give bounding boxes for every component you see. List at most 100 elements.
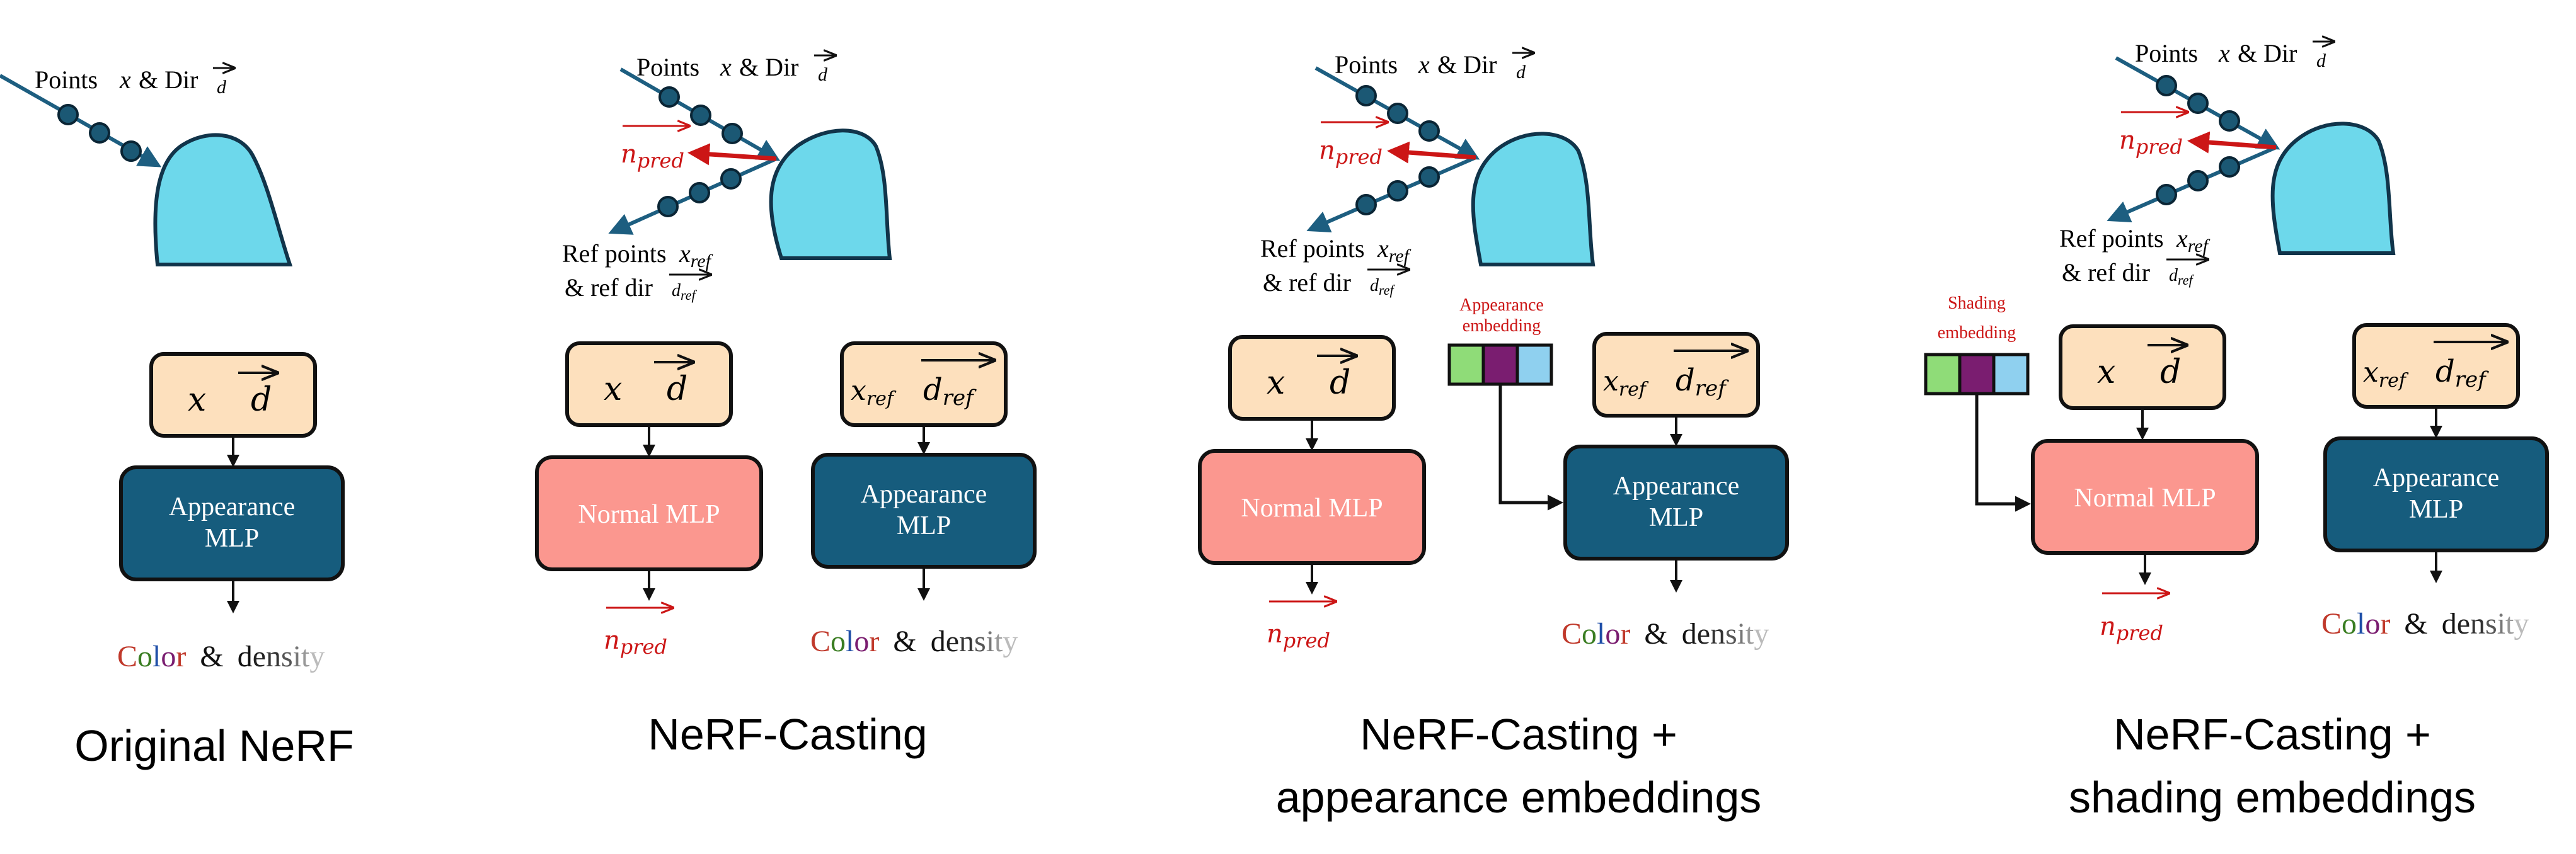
points-label: Points: [1335, 50, 1398, 79]
x-ref-symbol: xref: [679, 239, 713, 271]
ref-dir-text: & ref dir: [1263, 268, 1351, 297]
ref-points-text: Ref points: [2059, 224, 2164, 253]
appearance-embedding-label-2: embedding: [1463, 316, 1541, 336]
caption-appearance-line2: appearance embeddings: [1276, 773, 1762, 822]
sample-point: [57, 104, 79, 125]
panel-nerf-casting: Points x & Dir d npred Ref points xref &…: [535, 53, 1037, 759]
points-dir-label: Points x & Dir d: [35, 65, 234, 98]
embedding-cell: [1515, 343, 1553, 386]
ref-point: [657, 196, 679, 217]
caption-original-nerf: Original NeRF: [74, 721, 354, 770]
appearance-mlp-label-2: MLP: [897, 511, 951, 540]
input-d: d: [667, 370, 687, 408]
sample-point: [690, 105, 711, 126]
d-ref-symbol: dref: [2169, 266, 2195, 288]
shading-embedding-vector: [1924, 353, 2030, 396]
input-d-ref: dref: [923, 372, 977, 411]
dir-label: & Dir: [1437, 50, 1497, 79]
sample-points: [2156, 75, 2240, 205]
sample-point: [2156, 75, 2177, 96]
appearance-mlp-box: [2323, 436, 2549, 552]
color-density-output: Color & density: [117, 640, 325, 673]
input-box: [565, 341, 733, 427]
normal-mlp-label: Normal MLP: [2074, 484, 2216, 513]
d-symbol: d: [217, 77, 227, 98]
normal-arrow: [687, 143, 777, 166]
sample-points: [657, 86, 743, 217]
input-x-ref: xref: [851, 375, 897, 410]
dir-label: & Dir: [739, 53, 798, 81]
ref-point: [1355, 194, 1377, 215]
color-density-output: Color & density: [810, 625, 1018, 658]
shading-embedding-label-2: embedding: [1938, 323, 2016, 343]
input-box: [2059, 324, 2226, 410]
input-d: d: [251, 381, 272, 419]
input-x-ref: xref: [2363, 356, 2409, 392]
points-label: Points: [636, 53, 699, 81]
n-pred-text: npred: [604, 626, 667, 659]
dir-label: & Dir: [2238, 39, 2297, 67]
input-x: x: [604, 370, 622, 408]
ref-point: [1387, 180, 1408, 202]
input-d-ref: dref: [1676, 363, 1729, 401]
normal-mlp-label: Normal MLP: [1241, 494, 1383, 523]
input-d: d: [2160, 353, 2181, 391]
ref-points-text: Ref points: [562, 239, 667, 268]
appearance-mlp-label-1: Appearance: [861, 480, 987, 509]
ref-dir-text: & ref dir: [565, 273, 653, 302]
panel-appearance-embeddings: Points x & Dir d npred Ref points xref &…: [1198, 50, 1789, 822]
appearance-mlp-label-2: MLP: [205, 524, 259, 553]
input-x-ref: xref: [1603, 365, 1649, 401]
ref-point: [689, 182, 710, 203]
sample-point: [1387, 103, 1408, 124]
shading-embedding-label-1: Shading: [1948, 293, 2006, 313]
d-symbol: d: [2316, 50, 2326, 71]
surface-blob: [769, 128, 892, 260]
n-pred-label-top: npred: [621, 126, 688, 173]
input-x: x: [1267, 364, 1285, 402]
appearance-mlp-box: [1563, 445, 1789, 561]
points-label: Points: [35, 65, 98, 94]
ref-points-text: Ref points: [1260, 234, 1365, 263]
n-pred-text: npred: [1319, 136, 1383, 169]
d-ref-symbol: dref: [1370, 276, 1396, 298]
ref-point: [2156, 184, 2177, 205]
sample-point: [658, 86, 680, 108]
points-label: Points: [2135, 39, 2198, 67]
input-x: x: [188, 381, 206, 419]
appearance-mlp-box: [119, 465, 345, 581]
x-symbol: x: [720, 53, 732, 81]
n-pred-text: npred: [621, 140, 684, 173]
x-symbol: x: [119, 65, 131, 94]
sample-point: [89, 122, 110, 144]
ref-points-label: Ref points xref & ref dir dref: [562, 239, 713, 303]
n-pred-output: npred: [2100, 593, 2168, 645]
embedding-cell: [1992, 353, 2030, 396]
x-ref-symbol: xref: [2176, 224, 2211, 256]
normal-arrow: [1387, 141, 1476, 164]
input-x: x: [2097, 353, 2115, 391]
n-pred-text: npred: [1267, 620, 1330, 652]
normal-arrow: [2187, 131, 2277, 154]
embedding-cell: [1958, 353, 1996, 396]
color-density-output: Color & density: [2321, 607, 2529, 640]
ref-point: [1418, 166, 1440, 188]
appearance-mlp-label-2: MLP: [1649, 503, 1703, 532]
x-symbol: x: [1418, 50, 1430, 79]
n-pred-output: npred: [604, 608, 672, 659]
caption-appearance-line1: NeRF-Casting +: [1360, 710, 1677, 759]
sample-point: [120, 140, 142, 162]
caption-nerf-casting: NeRF-Casting: [648, 710, 927, 759]
surface-blob: [1471, 132, 1596, 266]
x-symbol: x: [2218, 39, 2230, 67]
appearance-embedding-vector: [1447, 343, 1553, 386]
panel-original-nerf: Points x & Dir d x d Appearance MLP Colo…: [0, 65, 354, 770]
caption-shading-line1: NeRF-Casting +: [2113, 710, 2431, 759]
n-pred-label-top: npred: [1319, 122, 1386, 169]
ref-points-label: Ref points xref & ref dir dref: [1260, 234, 1412, 298]
embedding-flow-arrow: [1975, 394, 2031, 512]
sample-point: [1418, 120, 1440, 142]
embedding-cell: [1924, 353, 1962, 396]
n-pred-label-top: npred: [2119, 112, 2187, 159]
panel-shading-embeddings: Points x & Dir d npred Ref points xref &…: [1924, 39, 2549, 822]
